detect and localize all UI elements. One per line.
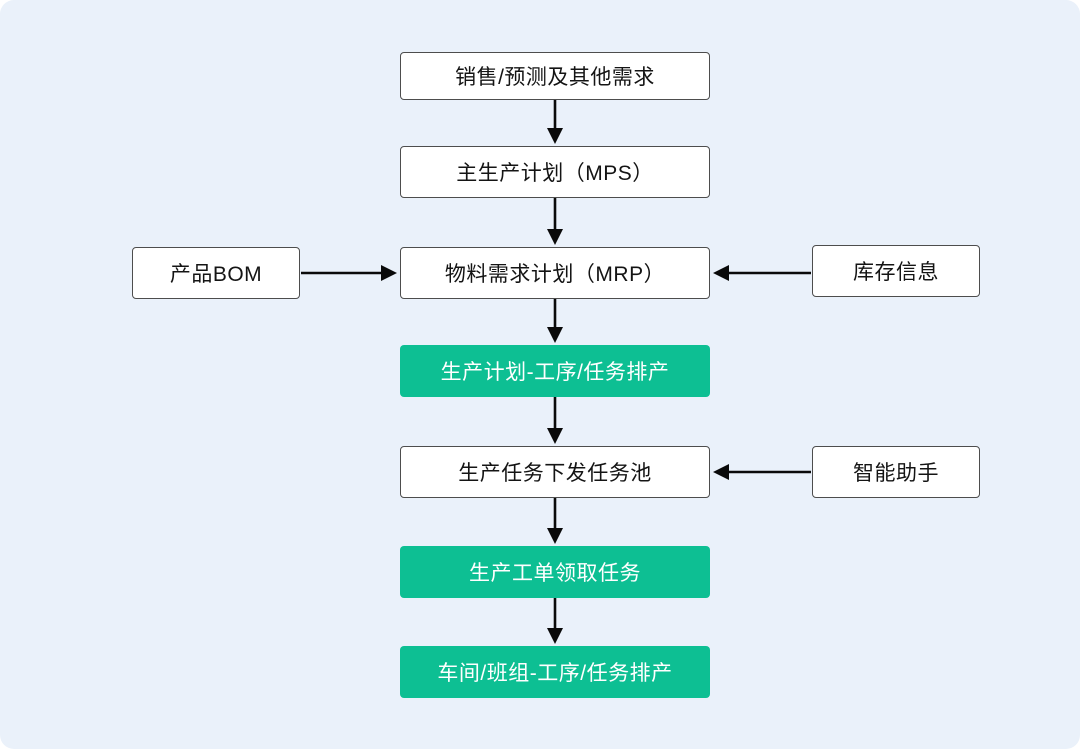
node-workshop-scheduling-label: 车间/班组-工序/任务排产: [437, 662, 673, 685]
node-task-pool-label: 生产任务下发任务池: [458, 462, 652, 485]
node-task-pool: 生产任务下发任务池: [400, 446, 710, 498]
node-work-order-claim: 生产工单领取任务: [400, 546, 710, 598]
node-sales-forecast: 销售/预测及其他需求: [400, 52, 710, 100]
node-smart-assistant-label: 智能助手: [853, 462, 939, 485]
node-product-bom: 产品BOM: [132, 247, 300, 299]
node-mps: 主生产计划（MPS）: [400, 146, 710, 198]
node-mrp-label: 物料需求计划（MRP）: [444, 263, 666, 286]
node-inventory-info-label: 库存信息: [853, 261, 939, 284]
node-plan-scheduling-label: 生产计划-工序/任务排产: [440, 361, 670, 384]
node-mrp: 物料需求计划（MRP）: [400, 247, 710, 299]
node-smart-assistant: 智能助手: [812, 446, 980, 498]
node-work-order-claim-label: 生产工单领取任务: [469, 562, 641, 585]
node-mps-label: 主生产计划（MPS）: [456, 162, 654, 185]
node-sales-forecast-label: 销售/预测及其他需求: [455, 66, 655, 89]
node-product-bom-label: 产品BOM: [169, 263, 263, 286]
node-workshop-scheduling: 车间/班组-工序/任务排产: [400, 646, 710, 698]
node-inventory-info: 库存信息: [812, 245, 980, 297]
node-plan-scheduling: 生产计划-工序/任务排产: [400, 345, 710, 397]
